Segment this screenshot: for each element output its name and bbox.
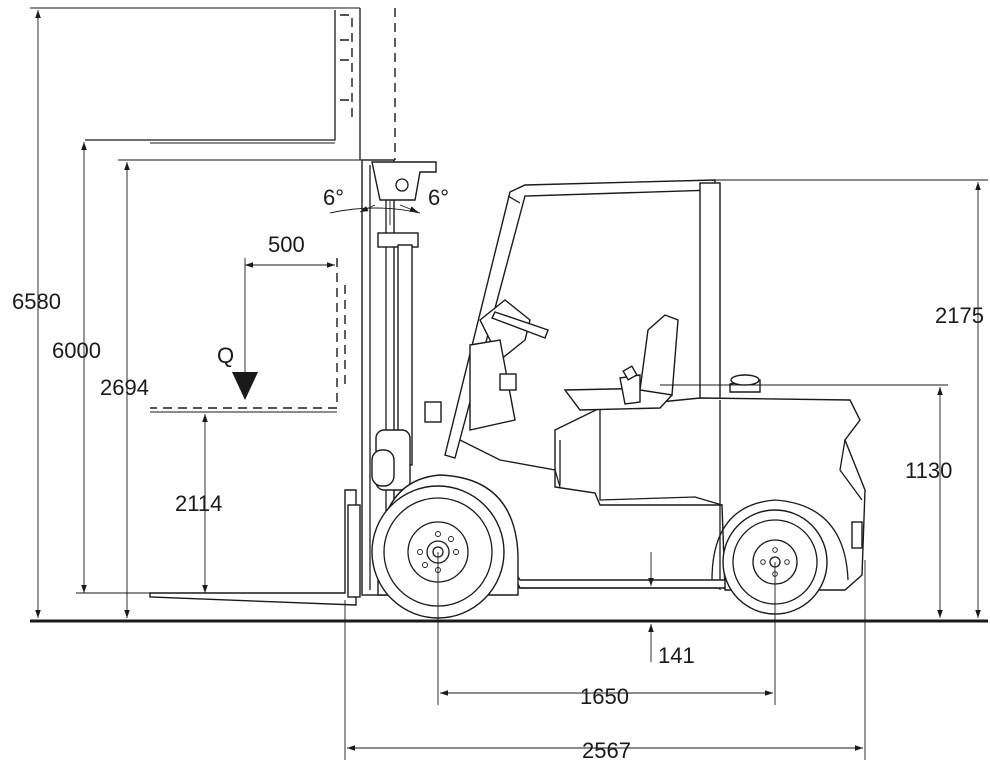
overhead-guard [444,179,721,459]
label-tilt-forward: 6° [323,185,344,210]
steering-column [424,299,561,488]
label-1650: 1650 [580,684,629,709]
label-tilt-backward: 6° [428,185,449,210]
dimension-overall-height-raised [30,7,90,618]
dimension-overhead-guard-height [715,179,988,618]
operator-seat [563,314,679,411]
load-arrow [232,372,258,400]
label-141: 141 [658,643,695,668]
fork-lowered [149,489,361,606]
raised-mast-outline [85,7,396,160]
label-1130: 1130 [905,458,952,483]
label-2694: 2694 [100,375,149,400]
dimension-mast-height-lowered [118,159,362,618]
dimension-wheelbase [437,552,776,705]
label-2175: 2175 [935,303,984,328]
tilt-angle-marks [329,200,421,225]
dimension-seat-height [660,384,948,618]
label-6000: 6000 [52,338,101,363]
label-500: 500 [268,232,305,257]
label-6580: 6580 [12,289,61,314]
dimension-length-to-fork-face [344,560,866,760]
load-outline [150,258,346,413]
label-q: Q [217,343,234,368]
label-2567: 2567 [582,738,631,763]
label-2114: 2114 [175,491,222,516]
dimension-lift-height [76,142,150,594]
dimension-load-centre [244,258,335,385]
